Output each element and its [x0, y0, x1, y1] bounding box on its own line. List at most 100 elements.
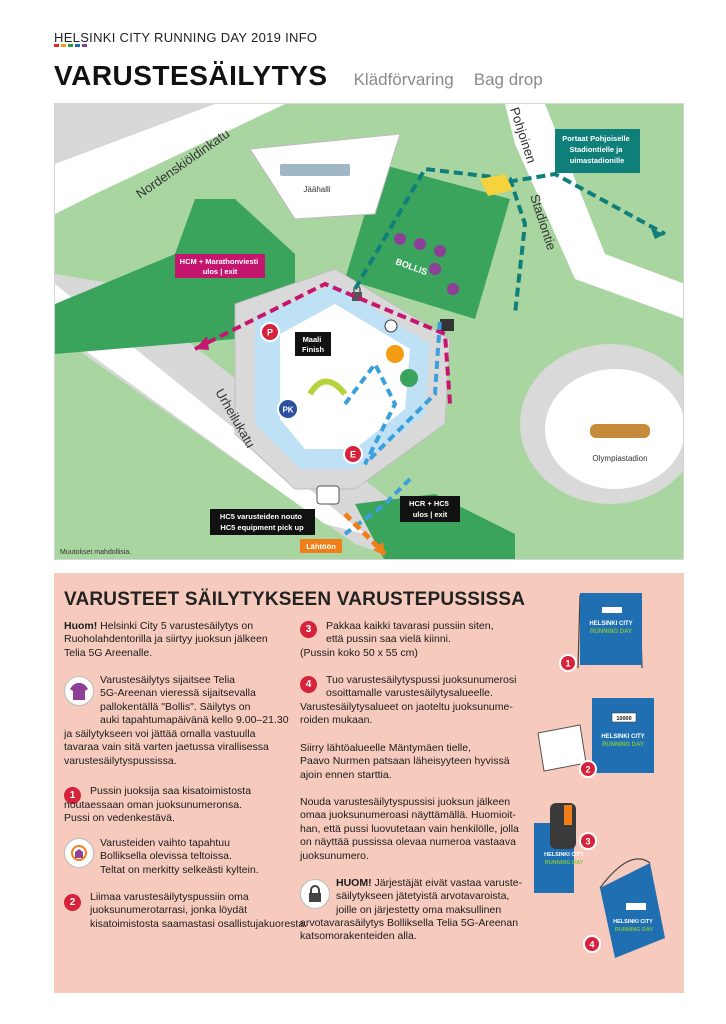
- label-box-pickup: [210, 509, 315, 535]
- title-row: VARUSTESÄILYTYS Klädförvaring Bag drop: [54, 60, 543, 92]
- info-panel: VARUSTEET SÄILYTYKSEEN VARUSTEPUSSISSA H…: [54, 573, 684, 993]
- route-teal: [353, 166, 528, 315]
- color-stripe: [54, 44, 87, 47]
- building-jaahalli: [249, 133, 401, 220]
- stripe-purple: [82, 44, 87, 47]
- step-2-badge: 2: [64, 894, 81, 911]
- bag-1-num: 1: [565, 659, 570, 669]
- tent-icon: [394, 233, 406, 245]
- arrow-hcm: [195, 336, 209, 350]
- huom-text-cont: arvotavarasäilytys Bolliksella Telia 5G-…: [300, 917, 519, 943]
- shirt-icon: [64, 676, 94, 706]
- bag-3: HELSINKI CITY RUNNING DAY: [534, 803, 584, 893]
- shirt-text-cont: ja säilytykseen voi jättää omalla vastuu…: [64, 728, 269, 767]
- stairs-icon: [480, 174, 513, 196]
- label-lahtoon: Lähtöön: [306, 542, 336, 551]
- label-maali: Maali Finish: [302, 335, 325, 354]
- arrow-teal: [651, 229, 665, 239]
- step-4-badge: 4: [300, 676, 317, 693]
- label-hcs-pickup: HC5 varusteiden nouto HC5 equipment pick…: [220, 512, 304, 532]
- lock-icon: [352, 292, 362, 301]
- route-hcm-exit: [194, 281, 452, 405]
- step-3-text: Pakkaa kaikki tavarasi pussiin siten, et…: [326, 620, 494, 646]
- tent-icon: [447, 283, 459, 295]
- bag-1-badge: [559, 654, 577, 672]
- badge-e-label: E: [350, 450, 356, 460]
- food-icon: [386, 345, 404, 363]
- intro-text: Huom! Helsinki City 5 varustesäilytys on…: [64, 620, 268, 659]
- label-box-portaat: [555, 129, 640, 173]
- step-1-text: Pussin juoksija saa kisatoimistosta: [90, 785, 252, 797]
- label-box-maali: [295, 332, 331, 356]
- label-box-lahtoon: [300, 539, 342, 553]
- badge-pk-label: PK: [282, 406, 293, 415]
- svg-text:HELSINKI CITY: HELSINKI CITY: [601, 734, 644, 740]
- svg-text:RUNNING DAY: RUNNING DAY: [602, 742, 644, 748]
- step-3-badge: 3: [300, 621, 317, 638]
- bag-3-num: 3: [585, 837, 590, 847]
- huom-text: HUOM! Järjestäjät eivät vastaa varuste- …: [336, 877, 523, 916]
- start-area-text: Siirry lähtöalueelle Mäntymäen tielle, P…: [300, 742, 510, 781]
- bag-4: HELSINKI CITY RUNNING DAY: [599, 858, 665, 958]
- bag-illustrations: HELSINKI CITY RUNNING DAY 1 10000 HELSIN…: [534, 593, 665, 958]
- tent-icon: [434, 245, 446, 257]
- label-portaat: Portaat Pohjoiselle Stadiontielle ja uim…: [562, 134, 632, 165]
- wc-icon: [440, 319, 454, 331]
- svg-text:RUNNING DAY: RUNNING DAY: [545, 860, 584, 866]
- badge-p: [260, 322, 280, 342]
- route-teal-stairs: [494, 171, 666, 236]
- step-1-text-cont: noutaessaan oman juoksunumeronsa. Pussi …: [64, 799, 243, 825]
- step-3-size: (Pussin koko 50 x 55 cm): [300, 647, 418, 659]
- label-olympiastadion: Olympiastadion: [592, 454, 647, 463]
- bag-change-icon: [384, 319, 398, 333]
- title-swedish: Klädförvaring: [353, 70, 454, 89]
- stripe-blue: [75, 44, 80, 47]
- title-english: Bag drop: [473, 70, 543, 89]
- label-hcm-exit: HCM + Marathonviesti ulos | exit: [180, 257, 261, 276]
- field-bollis: [345, 164, 510, 319]
- bag-3-badge: [579, 832, 597, 850]
- route-blue: [343, 318, 442, 466]
- route-start: [343, 512, 387, 556]
- step-2-text: Liimaa varustesäilytyspussiin oma juoksu…: [90, 891, 308, 930]
- bag-4-badge: [583, 935, 601, 953]
- road-nordenskiold: [55, 104, 285, 214]
- event-name: HELSINKI CITY RUNNING DAY 2019 INFO: [54, 30, 318, 45]
- bag-4-num: 4: [589, 940, 594, 950]
- page-title: VARUSTESÄILYTYS: [54, 60, 328, 91]
- arrow-start: [373, 542, 385, 556]
- svg-text:HELSINKI CITY: HELSINKI CITY: [589, 621, 632, 627]
- bag-1: HELSINKI CITY RUNNING DAY: [577, 593, 643, 669]
- header-strip: HELSINKI CITY RUNNING DAY 2019 INFO: [54, 30, 317, 45]
- stripe-orange: [61, 44, 66, 47]
- finish-arch-icon: [307, 378, 348, 396]
- label-hcr-exit: HCR + HC5 ulos | exit: [409, 499, 451, 519]
- label-muutokset: Muutokset mahdollisia.: [60, 549, 131, 556]
- bag-2: 10000 HELSINKI CITY RUNNING DAY: [537, 698, 654, 773]
- svg-text:HELSINKI CITY: HELSINKI CITY: [544, 852, 584, 858]
- pickup-text: Nouda varustesäilytyspussisi juoksun jäl…: [300, 796, 519, 862]
- svg-text:HELSINKI CITY: HELSINKI CITY: [613, 919, 653, 925]
- stripe-green: [68, 44, 73, 47]
- svg-text:10000: 10000: [616, 716, 631, 722]
- field-south: [355, 494, 515, 559]
- intro-bold: Huom!: [64, 620, 98, 632]
- svg-text:RUNNING DAY: RUNNING DAY: [615, 927, 654, 933]
- badge-e: [343, 444, 363, 464]
- lock-icon: [300, 879, 330, 909]
- badge-pk: [277, 398, 299, 420]
- envelope-icon: [537, 724, 587, 772]
- truck-icon: [316, 485, 340, 505]
- road-stadiontie: [505, 104, 683, 319]
- tent-icon: [429, 263, 441, 275]
- change-icon: [64, 838, 94, 868]
- info-title: VARUSTEET SÄILYTYKSEEN VARUSTEPUSSISSA: [64, 589, 526, 610]
- svg-text:RUNNING DAY: RUNNING DAY: [590, 629, 632, 635]
- map-svg: Jäähalli Olympiastadion Nordenskiöldinka…: [55, 104, 683, 559]
- family-icon: [400, 369, 418, 387]
- bag-2-num: 2: [585, 765, 590, 775]
- label-box-hcr: [400, 496, 460, 522]
- jaahalli-roof-icon: [280, 164, 350, 176]
- step-4-text: Tuo varustesäilytyspussi juoksunumerosi …: [326, 674, 517, 700]
- step-1-badge: 1: [64, 787, 81, 804]
